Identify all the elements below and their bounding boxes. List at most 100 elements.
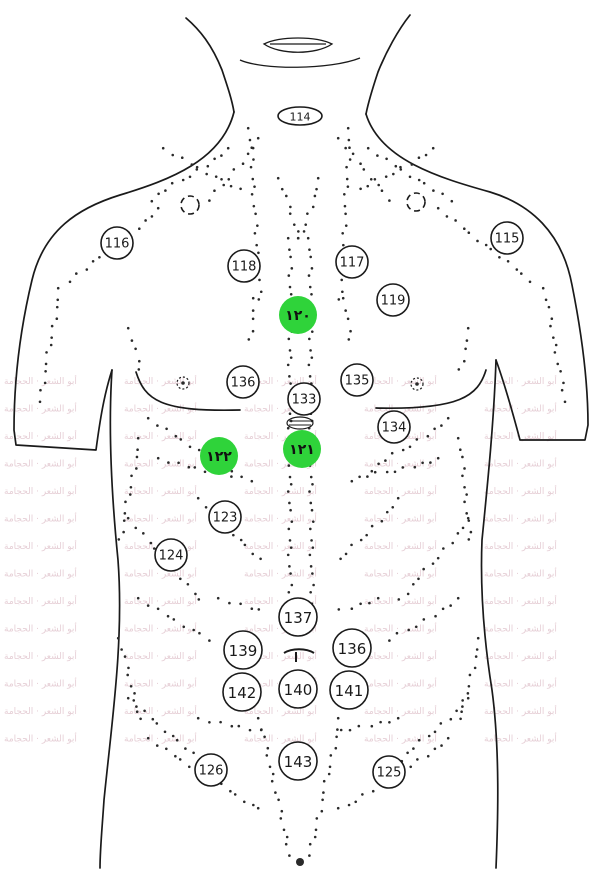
meridian-dot xyxy=(415,626,418,629)
meridian-dot xyxy=(359,603,362,606)
right-shoulder-arm xyxy=(366,114,588,440)
watermark-text: أبو الشعر · الحجامة xyxy=(4,650,77,662)
meridian-dot xyxy=(429,461,432,464)
cupping-point-125[interactable]: 125 xyxy=(373,756,405,788)
meridian-dot xyxy=(340,279,343,282)
meridian-dot xyxy=(371,725,374,728)
cupping-point-123[interactable]: 123 xyxy=(209,501,241,533)
meridian-dot xyxy=(254,232,257,235)
cupping-point-136b[interactable]: 136 xyxy=(333,629,371,667)
meridian-dot xyxy=(254,213,257,216)
meridian-dot xyxy=(188,466,191,469)
meridian-dot xyxy=(498,256,501,259)
watermark-text: أبو الشعر · الحجامة xyxy=(124,568,197,580)
meridian-dot xyxy=(386,471,389,474)
meridian-dot xyxy=(461,456,464,459)
watermark-text: أبو الشعر · الحجامة xyxy=(364,540,437,552)
point-label: 136 xyxy=(231,376,256,391)
meridian-dot xyxy=(197,497,200,500)
meridian-dot xyxy=(339,558,342,561)
meridian-dot xyxy=(317,177,320,180)
watermark-text: أبو الشعر · الحجامة xyxy=(124,485,197,497)
meridian-dot xyxy=(397,717,400,720)
meridian-dot xyxy=(468,685,471,688)
meridian-dot xyxy=(189,446,192,449)
meridian-dot xyxy=(311,509,314,512)
meridian-dot xyxy=(291,520,294,523)
meridian-dot xyxy=(466,339,469,342)
cupping-point-139[interactable]: 139 xyxy=(224,631,262,669)
point-label: 119 xyxy=(381,294,406,309)
cupping-point-121[interactable]: ١٢١ xyxy=(283,430,321,468)
meridian-dot xyxy=(311,330,314,333)
cupping-point-142[interactable]: 142 xyxy=(223,673,261,711)
meridian-dot xyxy=(360,539,363,542)
cupping-point-143[interactable]: 143 xyxy=(279,742,317,780)
meridian-dot xyxy=(416,758,419,761)
cupping-point-137[interactable]: 137 xyxy=(279,598,317,636)
meridian-dot xyxy=(309,843,312,846)
meridian-dot xyxy=(308,338,311,341)
meridian-dot xyxy=(289,539,292,542)
meridian-dot xyxy=(309,256,312,259)
meridian-dot xyxy=(283,829,286,832)
cupping-point-117[interactable]: 117 xyxy=(336,246,368,278)
meridian-dot xyxy=(287,237,290,240)
point-label: 125 xyxy=(377,766,402,781)
cupping-point-126[interactable]: 126 xyxy=(195,754,227,786)
meridian-dot xyxy=(377,597,380,600)
cupping-point-119[interactable]: 119 xyxy=(377,284,409,316)
cupping-point-135[interactable]: 135 xyxy=(341,364,373,396)
meridian-dot xyxy=(139,718,142,721)
cupping-point-118[interactable]: 118 xyxy=(228,250,260,282)
cupping-point-120[interactable]: ١٢٠ xyxy=(279,296,317,334)
meridian-dot xyxy=(182,626,185,629)
meridian-dot xyxy=(328,773,331,776)
meridian-dot xyxy=(124,655,127,658)
meridian-dot xyxy=(232,534,235,537)
meridian-dot xyxy=(289,286,292,289)
point-label: 116 xyxy=(105,237,130,252)
meridian-dot xyxy=(164,731,167,734)
meridian-dot xyxy=(455,710,458,713)
meridian-dot xyxy=(251,178,254,181)
cupping-point-122[interactable]: ١٢٢ xyxy=(200,437,238,475)
meridian-dot xyxy=(347,318,350,321)
neck-point-114[interactable]: 114 xyxy=(278,107,322,125)
meridian-dot xyxy=(249,139,252,142)
cupping-point-115[interactable]: 115 xyxy=(491,222,523,254)
meridian-dot xyxy=(384,459,387,462)
meridian-dot xyxy=(143,710,146,713)
meridian-dot xyxy=(147,737,150,740)
meridian-dot xyxy=(371,525,374,528)
meridian-dot xyxy=(271,780,274,783)
meridian-dot xyxy=(461,705,464,708)
meridian-dot xyxy=(130,685,133,688)
meridian-dot xyxy=(57,287,60,290)
meridian-dot xyxy=(133,692,136,695)
meridian-dot xyxy=(250,166,253,169)
meridian-dot xyxy=(157,457,160,460)
meridian-dot xyxy=(310,293,313,296)
meridian-dot xyxy=(312,546,315,549)
cupping-point-124[interactable]: 124 xyxy=(155,539,187,571)
meridian-dot xyxy=(367,147,370,150)
meridian-dot xyxy=(260,290,263,293)
cupping-point-136a[interactable]: 136 xyxy=(227,366,259,398)
meridian-dot xyxy=(564,401,567,404)
meridian-dot xyxy=(440,424,443,427)
cupping-point-141[interactable]: 141 xyxy=(330,671,368,709)
watermark-text: أبو الشعر · الحجامة xyxy=(244,513,317,525)
meridian-dot xyxy=(205,506,208,509)
cupping-point-116[interactable]: 116 xyxy=(101,227,133,259)
cupping-point-140[interactable]: 140 xyxy=(279,670,317,708)
meridian-dot xyxy=(44,370,47,373)
cupping-point-134[interactable]: 134 xyxy=(378,411,410,443)
meridian-dot xyxy=(234,793,237,796)
meridian-dot xyxy=(459,448,462,451)
meridian-dot xyxy=(219,721,222,724)
cupping-point-133[interactable]: 133 xyxy=(288,383,320,415)
meridian-dot xyxy=(247,153,250,156)
meridian-dot xyxy=(314,195,317,198)
